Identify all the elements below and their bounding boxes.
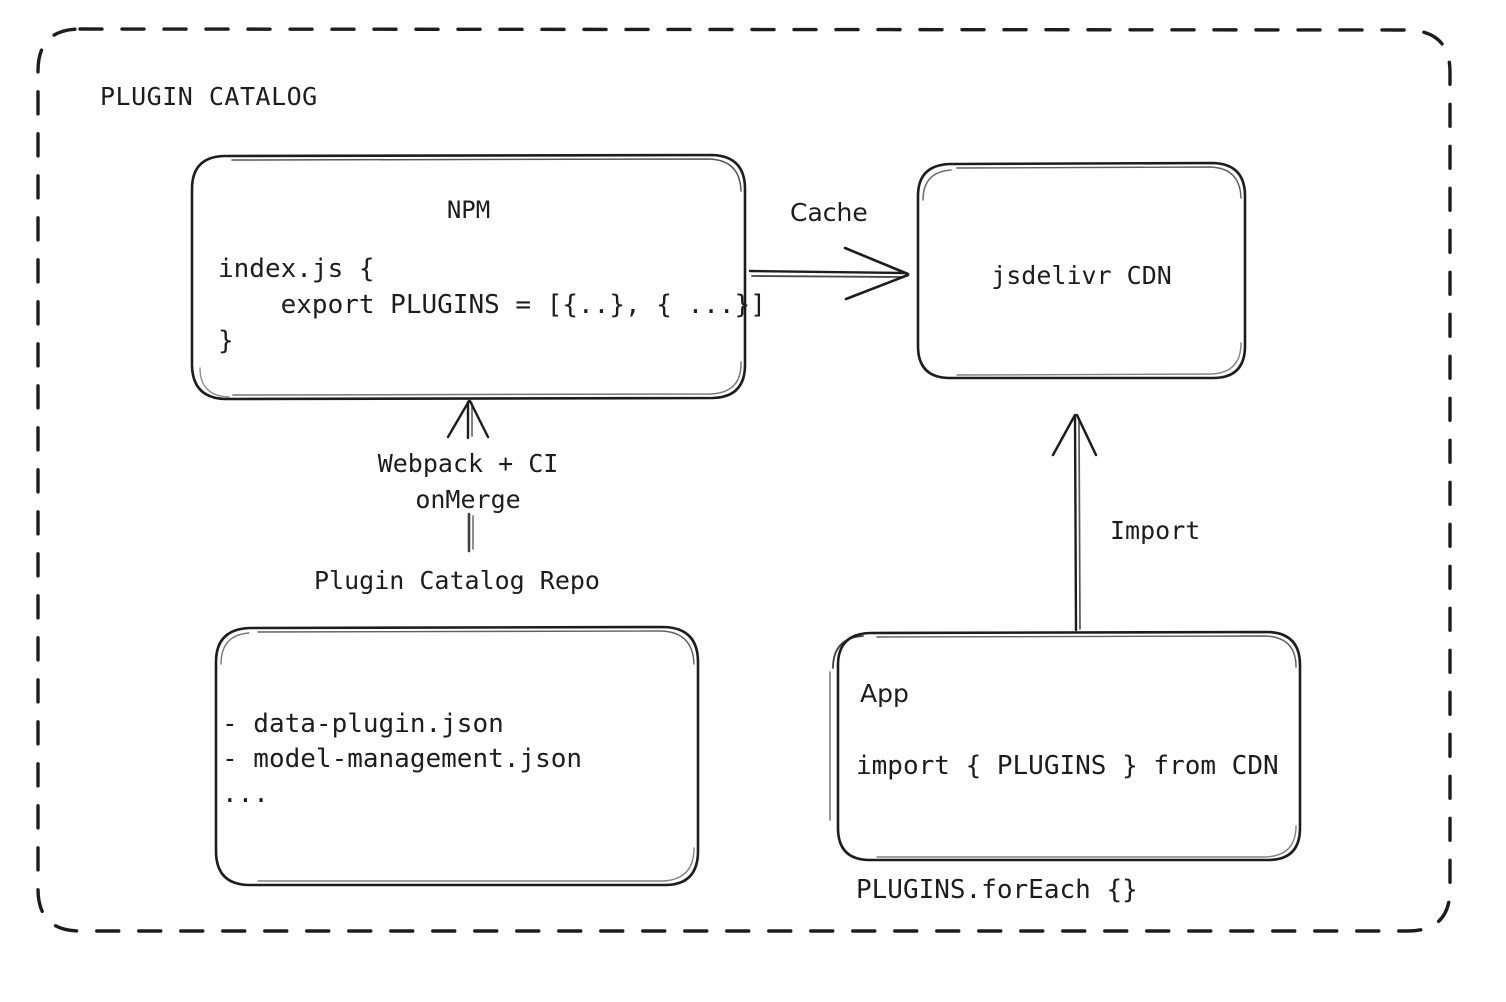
app-node-code: import { PLUGINS } from CDN PLUGINS.forE…	[856, 751, 1279, 905]
cdn-node-title: jsdelivr CDN	[991, 261, 1172, 290]
import-arrow	[1051, 413, 1098, 632]
import-edge-label: Import	[1110, 516, 1201, 545]
page-title: PLUGIN CATALOG	[100, 82, 318, 111]
repo-node-files: - data-plugin.json - model-management.js…	[222, 709, 583, 809]
app-node-title: App	[860, 679, 909, 708]
npm-node-title: NPM	[446, 196, 491, 224]
repo-node-caption: Plugin Catalog Repo	[314, 566, 600, 595]
npm-node-code: index.js { export PLUGINS = [{..}, { ...…	[218, 254, 766, 356]
cache-arrow	[748, 246, 910, 301]
build-edge-label: Webpack + CI onMerge	[377, 449, 559, 514]
cache-edge-label: Cache	[790, 198, 868, 227]
